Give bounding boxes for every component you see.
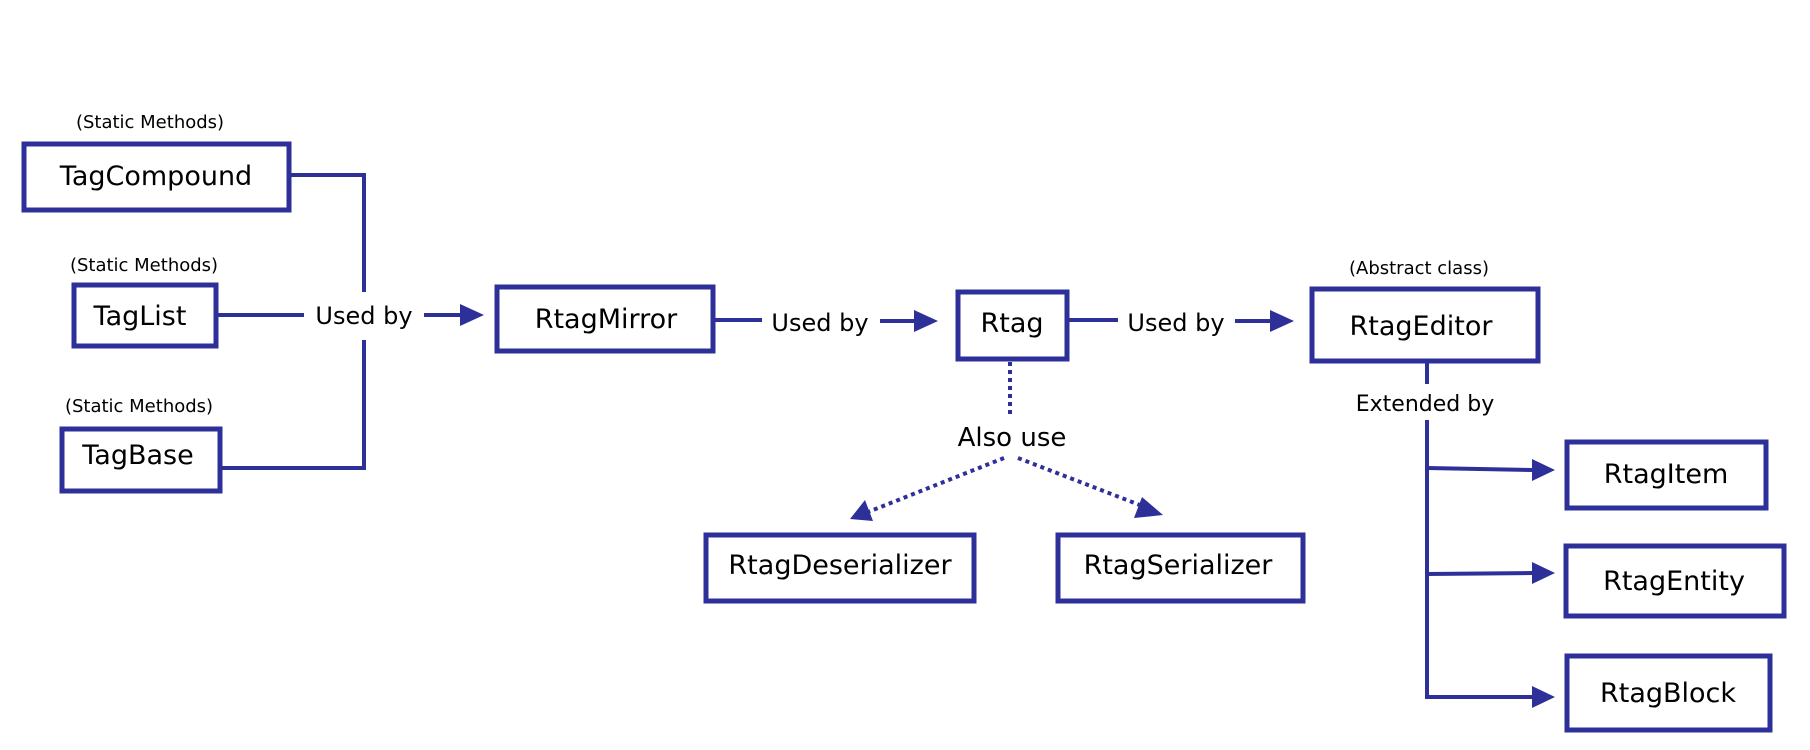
tag-group-connector [216, 173, 484, 470]
edge-label-used-by: Used by [1127, 309, 1224, 337]
node-label: TagCompound [59, 161, 252, 192]
node-rtagentity: RtagEntity [1563, 543, 1787, 619]
note-tagcompound: (Static Methods) [76, 112, 224, 133]
rtag-to-editor-connector [1066, 310, 1294, 332]
node-rtagserializer: RtagSerializer [1055, 532, 1306, 604]
note-tagbase: (Static Methods) [65, 396, 213, 417]
node-label: RtagEntity [1603, 566, 1745, 597]
node-tagcompound: TagCompound [21, 141, 292, 213]
node-label: RtagMirror [535, 304, 678, 335]
node-rtagdeserializer: RtagDeserializer [703, 532, 977, 604]
arrowhead-to-rtagitem-icon [1532, 459, 1555, 481]
node-label: RtagItem [1604, 459, 1729, 490]
node-label: Rtag [980, 308, 1043, 339]
edge-label-used-by: Used by [315, 302, 412, 330]
node-tagbase: TagBase [59, 426, 223, 494]
node-label: TagBase [81, 440, 193, 471]
node-label: RtagEditor [1350, 311, 1494, 342]
extended-by-connector [1425, 361, 1555, 708]
node-rtagmirror: RtagMirror [494, 284, 716, 354]
node-rtagblock: RtagBlock [1564, 653, 1773, 733]
arrowhead-to-rtag-icon [914, 310, 938, 332]
arrowhead-to-rtagmirror-icon [460, 304, 484, 326]
note-taglist: (Static Methods) [70, 255, 218, 276]
node-label: RtagDeserializer [728, 550, 952, 581]
node-taglist: TagList [71, 282, 219, 349]
arrowhead-to-serializer-icon [1134, 497, 1163, 518]
node-rtagitem: RtagItem [1564, 439, 1769, 511]
node-label: RtagBlock [1600, 678, 1736, 709]
node-label: TagList [93, 301, 187, 332]
also-use-connector [850, 362, 1163, 521]
arrowhead-to-rtageditor-icon [1270, 310, 1294, 332]
node-label: RtagSerializer [1084, 550, 1274, 581]
edge-label-extended-by: Extended by [1356, 392, 1494, 417]
note-rtageditor: (Abstract class) [1349, 258, 1489, 279]
arrowhead-to-rtagentity-icon [1532, 562, 1555, 584]
edge-label-also-use: Also use [958, 423, 1067, 453]
edge-label-used-by: Used by [771, 309, 868, 337]
node-rtageditor: RtagEditor [1309, 286, 1541, 364]
node-rtag: Rtag [955, 289, 1070, 362]
mirror-to-rtag-connector [713, 310, 938, 332]
arrowhead-to-rtagblock-icon [1532, 686, 1555, 708]
arrowhead-to-deserializer-icon [850, 500, 873, 521]
